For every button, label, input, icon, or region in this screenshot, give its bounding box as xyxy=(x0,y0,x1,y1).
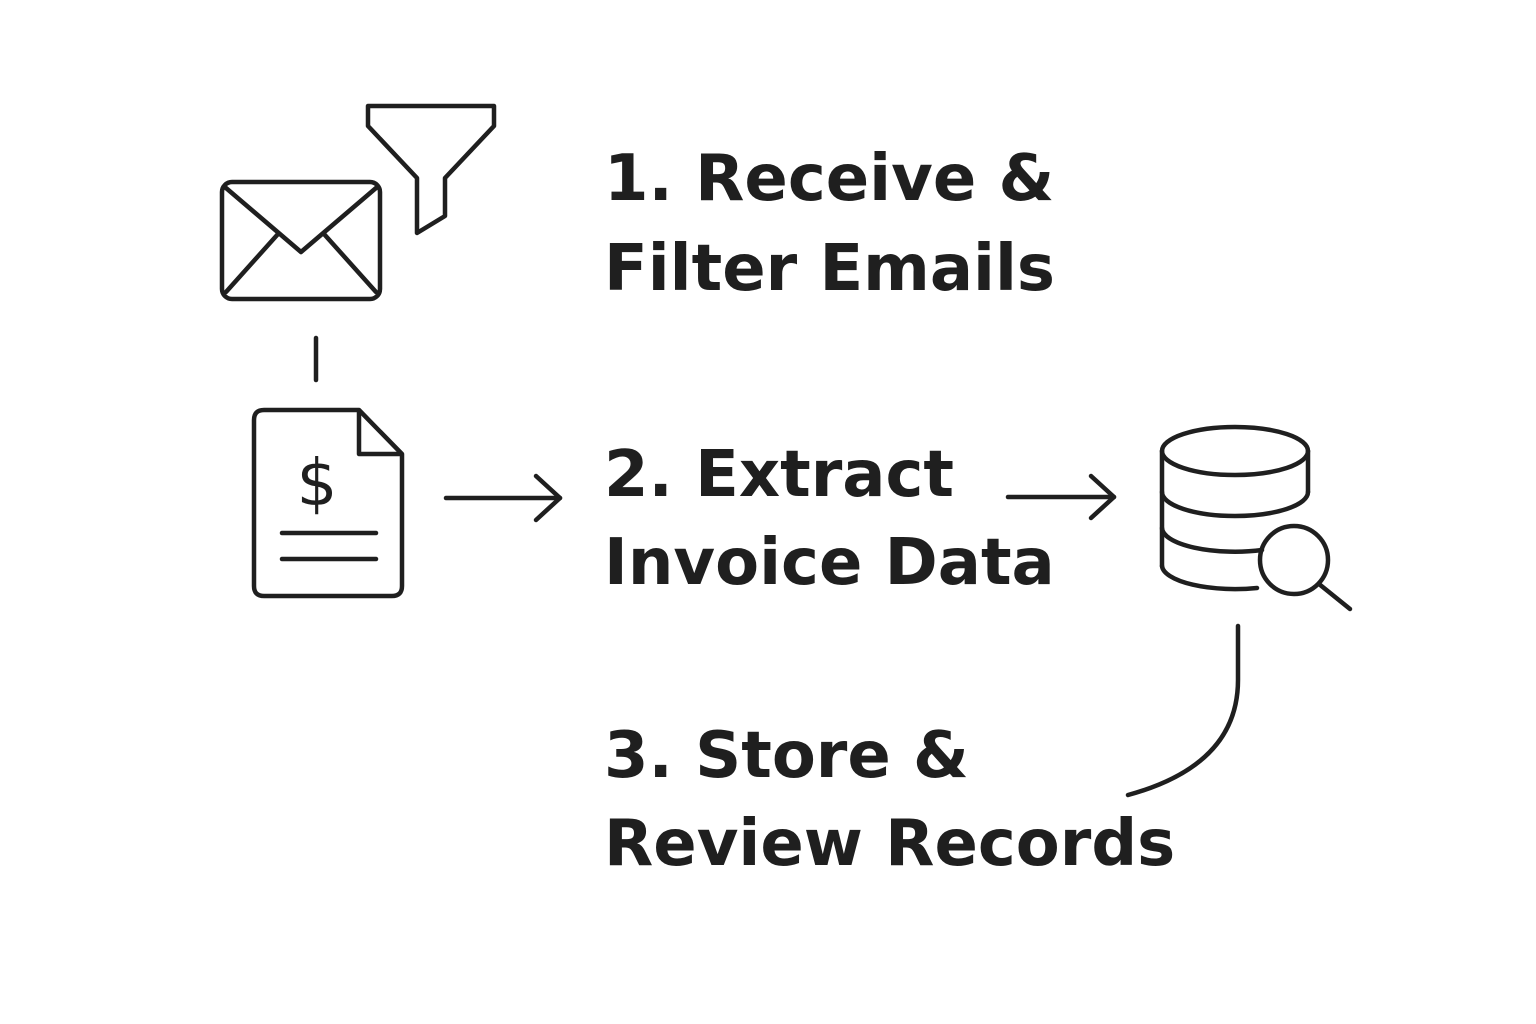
step-1: 1. Receive & Filter Emails xyxy=(604,142,1055,306)
database-search-icon xyxy=(1159,424,1353,612)
magnifier-lens xyxy=(1257,523,1331,597)
step-3-line-2: Review Records xyxy=(604,807,1175,881)
step-2: 2. Extract Invoice Data xyxy=(604,438,1055,600)
invoice-document-icon: $ xyxy=(251,407,405,599)
arrow-right-icon xyxy=(443,473,563,523)
step-1-line-1: 1. Receive & xyxy=(604,142,1054,216)
step-2-line-1: 2. Extract xyxy=(604,438,954,512)
step-3-line-1: 3. Store & xyxy=(604,719,969,793)
step-3: 3. Store & Review Records xyxy=(604,719,1175,881)
step-2-line-2: Invoice Data xyxy=(604,526,1055,600)
curved-connector xyxy=(1125,623,1241,798)
funnel-icon xyxy=(365,103,497,236)
arrow-right-icon xyxy=(1005,473,1117,521)
envelope-icon xyxy=(219,179,383,302)
dollar-sign: $ xyxy=(297,447,338,521)
step-1-line-2: Filter Emails xyxy=(604,232,1055,306)
magnifier-handle xyxy=(1316,581,1353,612)
